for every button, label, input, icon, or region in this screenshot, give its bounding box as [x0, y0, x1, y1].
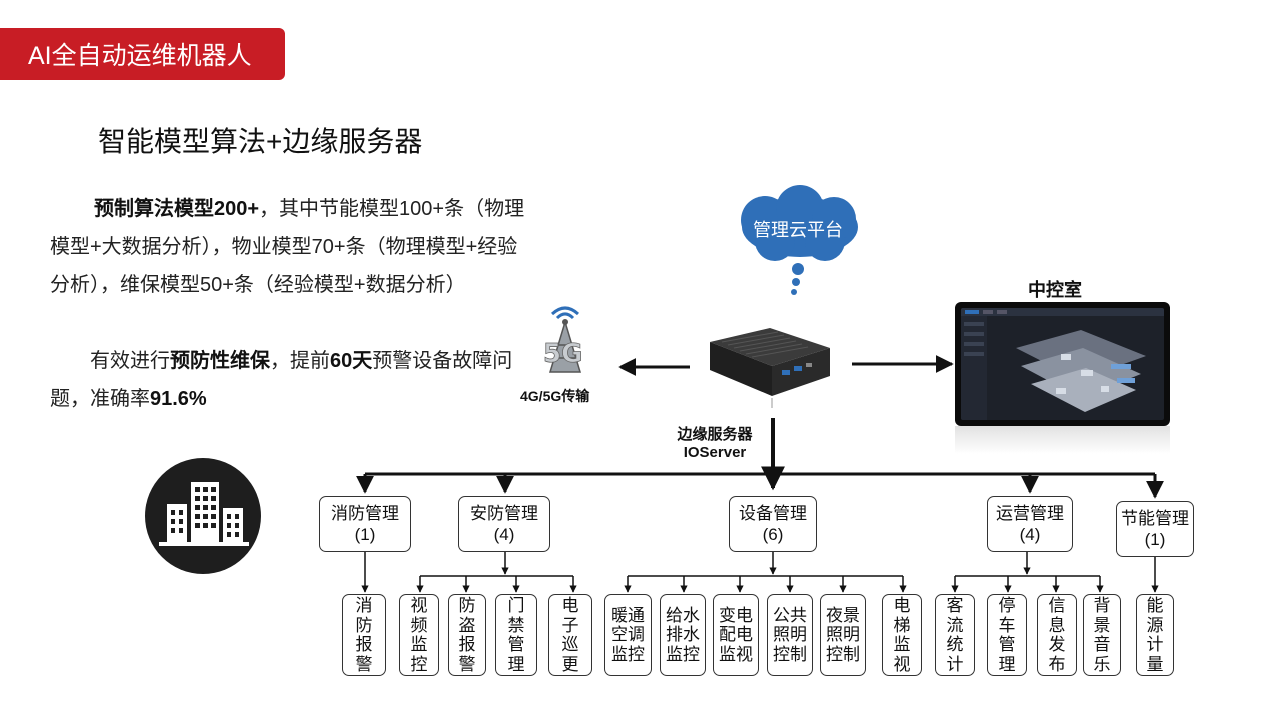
- sub-item-label: 电 梯 监 视: [893, 596, 911, 674]
- sub-item-label: 暖通 空调 监控: [611, 605, 645, 664]
- group-name: 安防管理: [470, 504, 538, 523]
- sub-item-label: 客 流 统 计: [946, 596, 964, 674]
- paragraph-maint-text-1: 有效进行: [90, 350, 170, 372]
- control-room-monitor: [955, 302, 1170, 426]
- sub-item: 电 梯 监 视: [882, 594, 922, 676]
- svg-text:5G: 5G: [543, 339, 582, 369]
- sub-item: 消 防 报 警: [342, 594, 386, 676]
- group-count: (1): [354, 525, 376, 544]
- paragraph-models: 预制算法模型200+，其中节能模型100+条（物理模型+大数据分析），物业模型7…: [50, 190, 530, 304]
- sub-item: 信 息 发 布: [1037, 594, 1077, 676]
- sub-item: 能 源 计 量: [1136, 594, 1174, 676]
- transmission-label: 4G/5G传输: [520, 388, 590, 404]
- group-count: (6): [762, 525, 784, 544]
- sub-item: 变电 配电 监视: [713, 594, 759, 676]
- sub-item: 门 禁 管 理: [495, 594, 537, 676]
- group-security-management: 安防管理 (4): [458, 496, 550, 552]
- group-name: 设备管理: [739, 504, 807, 523]
- paragraph-models-text: ，其中节能模型100+条（物理模型+大数据分析），物业模型70+条（物理模型+经…: [50, 198, 525, 296]
- cloud-platform-label: 管理云平台: [753, 220, 843, 240]
- sub-item-label: 能 源 计 量: [1146, 596, 1164, 674]
- paragraph-maint-bold-2: 60天: [330, 350, 373, 372]
- paragraph-maint-bold-3: 91.6%: [150, 388, 207, 410]
- control-room-label: 中控室: [1028, 280, 1082, 300]
- paragraph-maintenance: 有效进行预防性维保，提前60天预警设备故障问题，准确率91.6%: [50, 342, 530, 418]
- paragraph-maint-bold-1: 预防性维保: [170, 350, 270, 372]
- cloud-icon: [730, 185, 870, 300]
- sub-item-label: 背 景 音 乐: [1093, 596, 1111, 674]
- sub-item: 防 盗 报 警: [448, 594, 486, 676]
- sub-item: 给水 排水 监控: [660, 594, 706, 676]
- paragraph-maint-text-3: 预警设备故障问题，准确率: [50, 350, 513, 410]
- 5g-tower-icon: 5G: [530, 300, 600, 380]
- edge-server-label-line2: IOServer: [683, 444, 747, 461]
- sub-item-label: 夜景 照明 控制: [826, 605, 860, 664]
- paragraph-maint-text-2: ，提前: [270, 350, 330, 372]
- sub-item-label: 停 车 管 理: [998, 596, 1016, 674]
- monitor-reflection: [955, 426, 1170, 454]
- group-count: (4): [493, 525, 515, 544]
- group-name: 节能管理: [1121, 509, 1189, 528]
- sub-item: 暖通 空调 监控: [604, 594, 652, 676]
- section-subtitle: 智能模型算法+边缘服务器: [98, 126, 423, 157]
- sub-item: 背 景 音 乐: [1083, 594, 1121, 676]
- group-count: (4): [1019, 525, 1041, 544]
- group-name: 消防管理: [331, 504, 399, 523]
- sub-item-label: 防 盗 报 警: [458, 596, 476, 674]
- sub-item: 公共 照明 控制: [767, 594, 813, 676]
- group-count: (1): [1144, 530, 1166, 549]
- group-energy-management: 节能管理 (1): [1116, 501, 1194, 557]
- sub-item-label: 变电 配电 监视: [719, 605, 753, 664]
- sub-item-label: 消 防 报 警: [355, 596, 373, 674]
- edge-server-icon: [700, 310, 840, 410]
- sub-item: 停 车 管 理: [987, 594, 1027, 676]
- header-bar: AI全自动运维机器人: [0, 28, 285, 80]
- monitor-screen: [961, 308, 1164, 420]
- sub-item-label: 公共 照明 控制: [773, 605, 807, 664]
- sub-item-label: 电 子 巡 更: [561, 596, 579, 674]
- page-title: AI全自动运维机器人: [28, 42, 252, 70]
- group-fire-management: 消防管理 (1): [319, 496, 411, 552]
- group-operations-management: 运营管理 (4): [987, 496, 1073, 552]
- group-name: 运营管理: [996, 504, 1064, 523]
- sub-item: 电 子 巡 更: [548, 594, 592, 676]
- building-icon: [145, 458, 261, 574]
- sub-item-label: 门 禁 管 理: [507, 596, 525, 674]
- sub-item-label: 信 息 发 布: [1048, 596, 1066, 674]
- sub-item: 夜景 照明 控制: [820, 594, 866, 676]
- paragraph-models-bold: 预制算法模型200+: [94, 198, 260, 220]
- sub-item: 视 频 监 控: [399, 594, 439, 676]
- sub-item: 客 流 统 计: [935, 594, 975, 676]
- sub-item-label: 给水 排水 监控: [666, 605, 700, 664]
- edge-server-label-line1: 边缘服务器: [677, 426, 753, 443]
- edge-server-label: 边缘服务器 IOServer: [660, 426, 770, 462]
- sub-item-label: 视 频 监 控: [410, 596, 428, 674]
- group-equipment-management: 设备管理 (6): [729, 496, 817, 552]
